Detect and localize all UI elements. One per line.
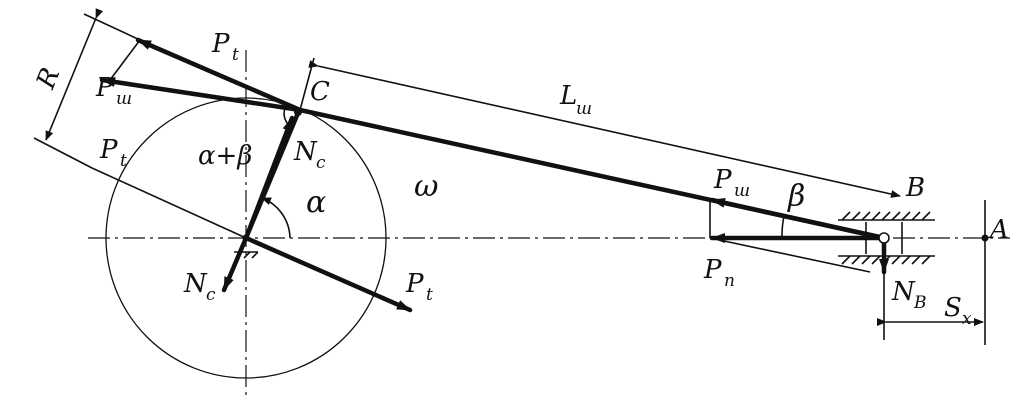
svg-text:ш: ш — [576, 99, 592, 119]
svg-text:S: S — [944, 293, 962, 323]
label-Lsh: L ш — [559, 81, 592, 119]
svg-text:B: B — [913, 293, 927, 313]
label-Pt-right: P t — [405, 269, 433, 305]
slider-pin-B — [878, 232, 890, 244]
label-Pt-left: P t — [99, 135, 127, 171]
label-Psh-left: P ш — [95, 73, 132, 109]
svg-text:c: c — [206, 285, 216, 305]
svg-text:ш: ш — [116, 89, 132, 109]
label-omega: ω — [414, 169, 438, 204]
label-R: R — [31, 64, 67, 94]
svg-text:c: c — [316, 153, 326, 173]
radius-extension-top — [83, 13, 141, 41]
alpha-angle-arc — [261, 197, 291, 239]
tangential-force-arrow-top — [135, 37, 303, 113]
normal-force-arrow-at-center — [221, 235, 249, 293]
label-C: C — [310, 77, 330, 107]
label-Pn: P n — [703, 255, 735, 291]
rod-force-arrow-at-B — [709, 197, 887, 241]
rod-length-extension-C — [299, 57, 315, 111]
radius-dimension-line — [45, 8, 104, 141]
svg-text:N: N — [293, 137, 318, 167]
label-Pt-top: P t — [211, 29, 239, 65]
crank-support-hatch — [234, 251, 259, 259]
label-B: B — [905, 173, 925, 203]
label-alpha-plus-beta: α+β — [198, 141, 252, 171]
label-alpha: α — [306, 185, 326, 220]
svg-text:P: P — [703, 255, 722, 285]
label-NB: N B — [891, 277, 927, 313]
tangential-force-arrow-right — [243, 235, 413, 313]
svg-text:t: t — [232, 45, 239, 65]
crank-center-pivot — [242, 234, 250, 242]
tangential-line-lower-left — [91, 167, 247, 239]
slider-guide-top — [838, 211, 935, 221]
rod-force-arrow-at-C — [99, 77, 303, 113]
svg-text:P: P — [211, 29, 230, 59]
label-Nc-upper: N c — [293, 137, 326, 173]
svg-text:ш: ш — [734, 181, 750, 201]
svg-text:N: N — [183, 269, 208, 299]
label-Sx: S x — [944, 293, 972, 329]
force-parallelogram-side — [109, 39, 141, 81]
svg-text:P: P — [713, 165, 732, 195]
label-Psh-right: P ш — [713, 165, 750, 201]
svg-text:P: P — [99, 135, 118, 165]
rod-length-dimension-line — [308, 60, 901, 198]
alpha-beta-angle-arc — [283, 105, 291, 127]
label-beta: β — [787, 179, 805, 214]
force-triangle-lower — [709, 237, 871, 273]
svg-text:t: t — [426, 285, 433, 305]
label-A: A — [988, 215, 1009, 245]
slider-guide-bottom — [838, 255, 935, 265]
beta-angle-arc — [781, 215, 785, 239]
svg-text:n: n — [724, 271, 735, 291]
svg-text:P: P — [95, 73, 114, 103]
radius-extension-bottom — [33, 137, 93, 169]
svg-text:L: L — [559, 81, 577, 111]
svg-text:P: P — [405, 269, 424, 299]
svg-text:x: x — [962, 309, 972, 329]
label-Nc-lower: N c — [183, 269, 216, 305]
pin-C — [294, 108, 302, 116]
crank-circle — [105, 97, 387, 379]
normal-force-arrow-at-C — [243, 115, 295, 241]
svg-text:N: N — [891, 277, 916, 307]
svg-text:t: t — [120, 151, 127, 171]
